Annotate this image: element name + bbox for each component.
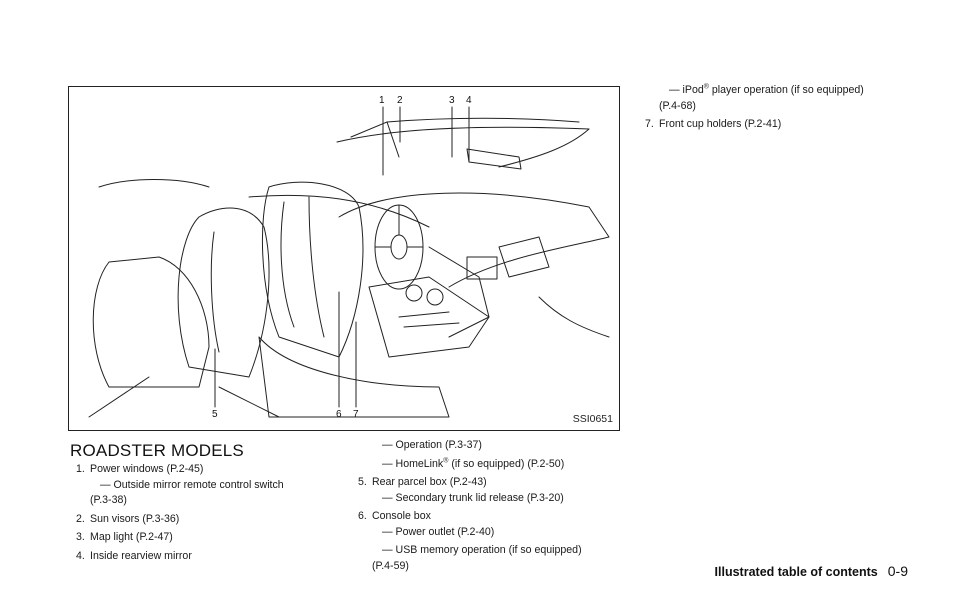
callout-5: 5 [212, 409, 218, 420]
sub-item: — Secondary trunk lid release (P.3-20) [382, 491, 564, 504]
car-interior-figure: 1 2 3 4 5 6 7 SSI0651 [68, 86, 620, 431]
sub-item: — Power outlet (P.2-40) [382, 525, 495, 538]
callout-1: 1 [379, 95, 385, 106]
homelink-ref: (if so equipped) (P.2-50) [448, 457, 565, 470]
footer-title: Illustrated table of contents [714, 565, 878, 579]
item-number: 7. [645, 118, 654, 130]
list-item-7: 7. Front cup holders (P.2-41) [645, 117, 864, 133]
item-text: Map light (P.2-47) [90, 531, 173, 543]
sub-item-continued: (P.4-59) [372, 559, 409, 572]
list-item-2: 2. Sun visors (P.3-36) [76, 512, 284, 528]
item-text: Front cup holders (P.2-41) [659, 118, 782, 130]
ipod-text: — iPod [669, 84, 704, 96]
sub-item: — USB memory operation (if so equipped) [382, 544, 582, 556]
item-number: 1. [76, 463, 85, 475]
list-item-1: 1. Power windows (P.2-45) [76, 462, 284, 478]
callout-7: 7 [353, 409, 359, 420]
figure-code: SSI0651 [572, 413, 613, 425]
list-item-4: 4. Inside rearview mirror [76, 549, 284, 565]
item-text: Inside rearview mirror [90, 549, 192, 562]
section-title: ROADSTER MODELS [70, 441, 244, 460]
item-number: 3. [76, 531, 85, 543]
sub-item-ipod: — iPod® player operation (if so equipped… [645, 83, 864, 99]
item-text: Power windows (P.2-45) [90, 463, 204, 475]
list-item-3: 3. Map light (P.2-47) [76, 530, 284, 546]
page-number: 0-9 [887, 563, 908, 579]
callout-3: 3 [449, 95, 455, 106]
roadster-interior-illustration [88, 106, 610, 418]
list-column-1: 1. Power windows (P.2-45) — Outside mirr… [76, 462, 284, 564]
sub-item: — Operation (P.3-37) [382, 439, 482, 451]
item-text: Rear parcel box (P.2-43) [372, 476, 487, 488]
item-text: Sun visors (P.3-36) [90, 512, 180, 525]
list-column-3: — iPod® player operation (if so equipped… [645, 83, 864, 133]
sub-item-homelink: — HomeLink® (if so equipped) (P.2-50) [358, 457, 582, 473]
item-number: 4. [76, 549, 85, 562]
registered-mark: ® [443, 456, 449, 464]
item-text: Console box [372, 510, 431, 522]
item-number: 2. [76, 512, 85, 525]
list-column-2: — Operation (P.3-37) — HomeLink® (if so … [358, 438, 582, 574]
callout-6: 6 [336, 409, 342, 420]
sub-item-continued: (P.4-68) [659, 99, 696, 112]
sub-item: — Outside mirror remote control switch [100, 478, 284, 491]
list-item-5: 5. Rear parcel box (P.2-43) [358, 475, 582, 491]
list-item-6: 6. Console box [358, 509, 582, 525]
ipod-desc: player operation (if so equipped) [708, 84, 864, 96]
item-number: 5. [358, 476, 367, 488]
registered-mark: ® [703, 83, 709, 91]
callout-4: 4 [466, 95, 472, 106]
item-number: 6. [358, 510, 367, 522]
callout-2: 2 [397, 95, 403, 106]
page-footer: Illustrated table of contents 0-9 [715, 563, 908, 579]
homelink-text: — HomeLink [382, 457, 444, 470]
sub-item-continued: (P.3-38) [90, 494, 127, 506]
